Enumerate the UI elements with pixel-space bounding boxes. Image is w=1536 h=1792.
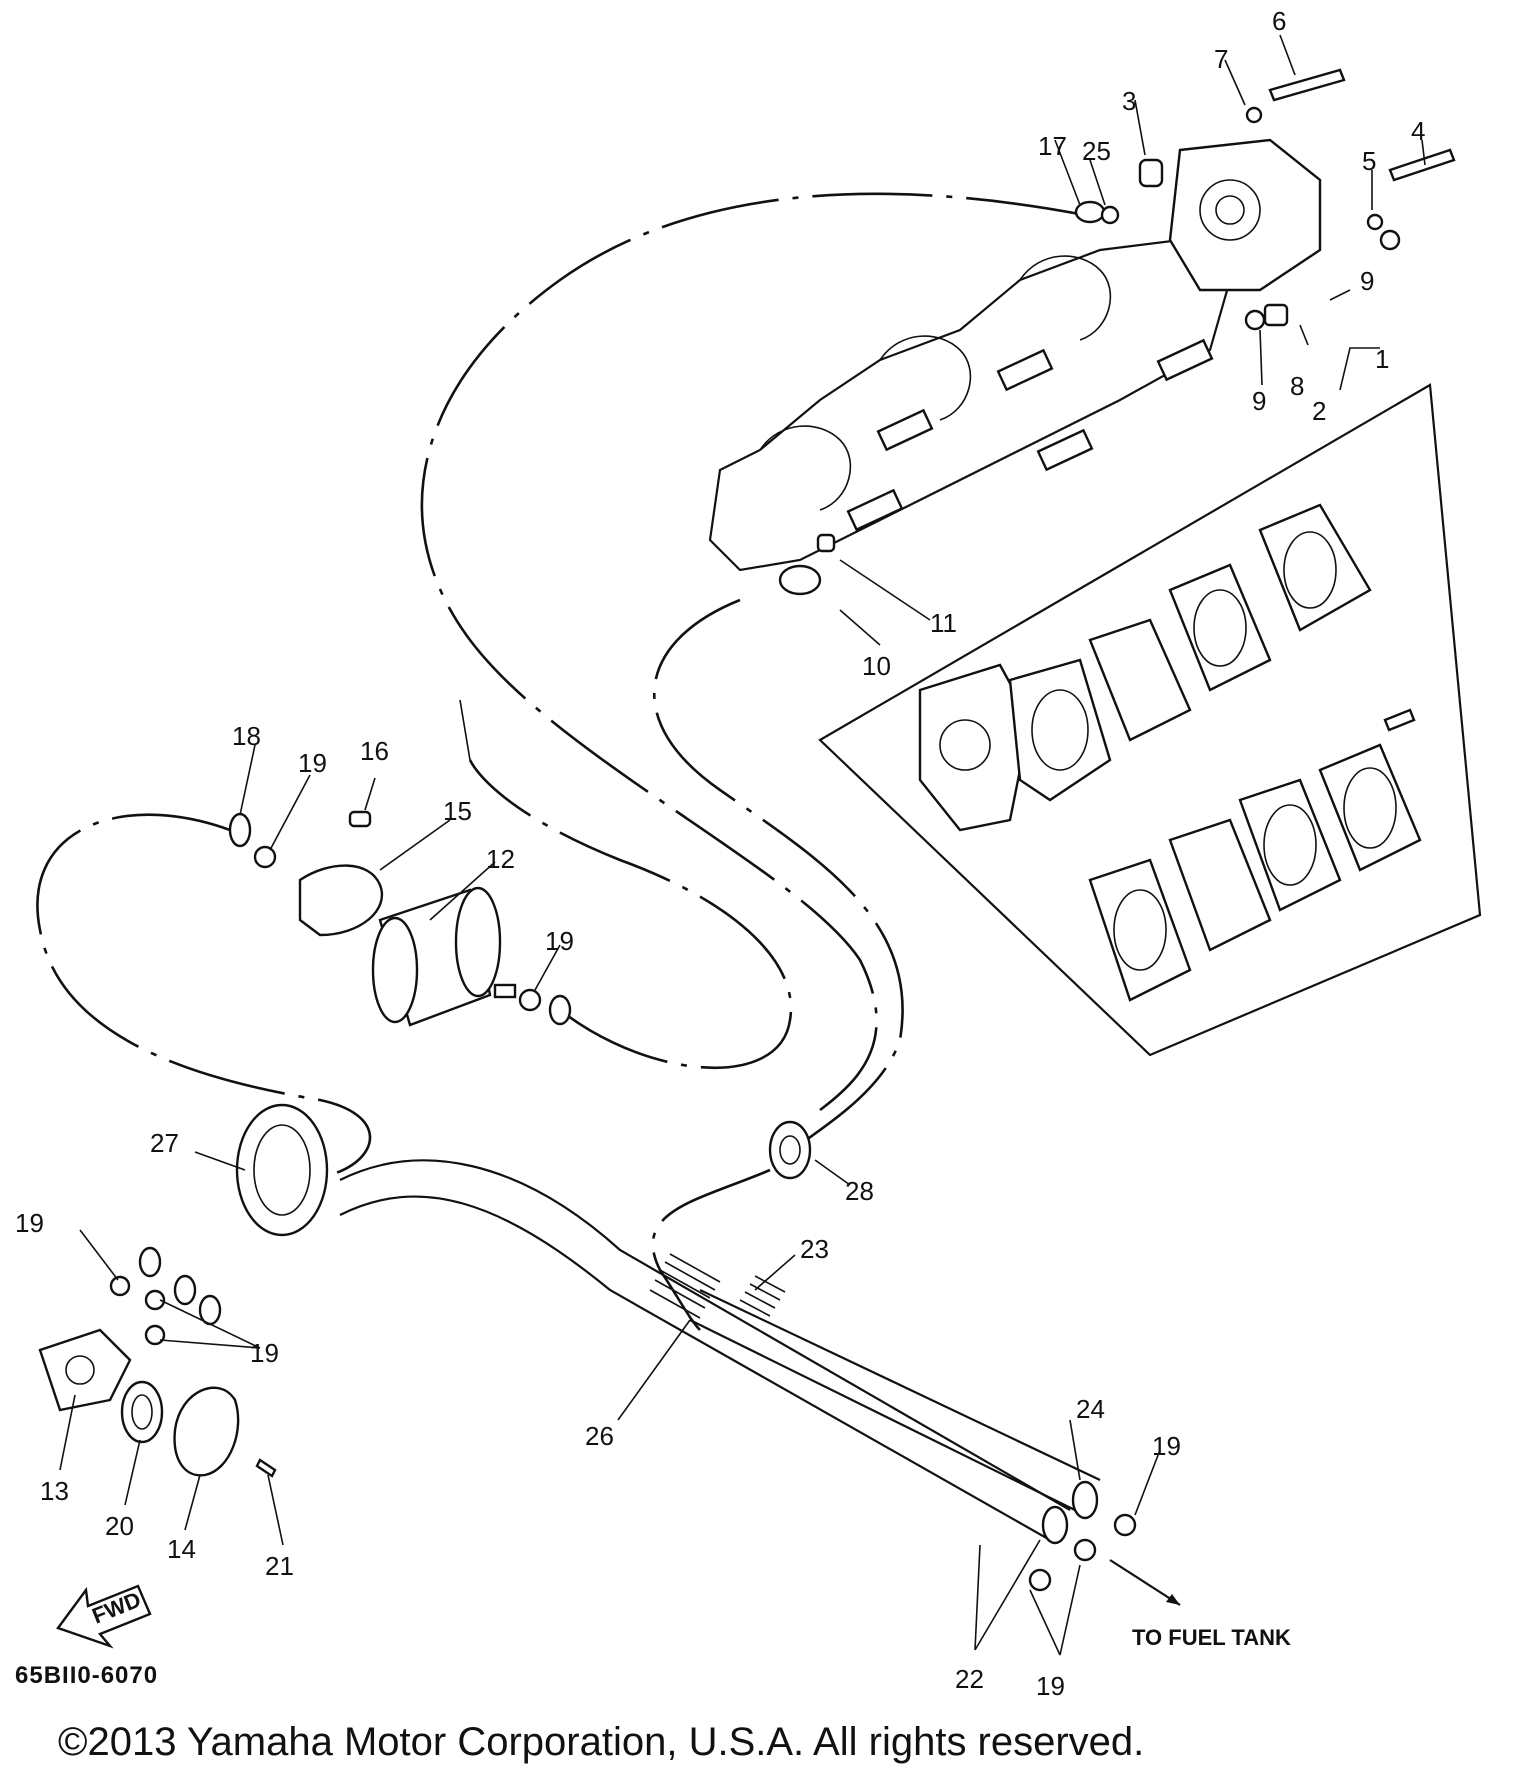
fuel-cock-13: [38, 1328, 132, 1412]
callout-5: 5: [1362, 146, 1376, 176]
fuel-pump: [1168, 138, 1322, 292]
callout-25: 25: [1082, 136, 1111, 166]
hose-28-26: [651, 1168, 771, 1331]
callout-19-cock: 19: [15, 1208, 44, 1238]
clip-11: [816, 533, 836, 553]
callout-2: 2: [1312, 396, 1326, 426]
callout-19-filter-out: 19: [545, 926, 574, 956]
grommet-28: [768, 1120, 812, 1180]
callout-14: 14: [167, 1534, 196, 1564]
clip-19-b: [144, 1289, 166, 1311]
hose-17: [420, 192, 1086, 1112]
seal-20: [120, 1380, 164, 1444]
fuel-filter-12: [371, 886, 517, 1027]
callout-1: 1: [1375, 344, 1389, 374]
to-fuel-tank-arrow-line: [1109, 1559, 1181, 1606]
hose-22-end: [1041, 1505, 1069, 1545]
to-fuel-tank-arrowhead: [1166, 1594, 1180, 1605]
knob-14: [173, 1386, 240, 1477]
inset-row-upper: [918, 503, 1372, 832]
clip-19-a: [109, 1275, 131, 1297]
washer-7: [1245, 106, 1263, 124]
hose-24-upper: [699, 1289, 1101, 1481]
callout-numbers: 6 7 3 4 17 25 5 9 1 8 9 2 11 10 18 16 19…: [15, 6, 1425, 1701]
clip-19-c: [144, 1324, 166, 1346]
callout-22: 22: [955, 1664, 984, 1694]
callout-19-filter-in: 19: [298, 748, 327, 778]
leader-lines: [59, 34, 1426, 1656]
copyright-notice: ©2013 Yamaha Motor Corporation, U.S.A. A…: [58, 1720, 1144, 1764]
callout-20: 20: [105, 1511, 134, 1541]
fuel-cock-group: [38, 1275, 277, 1478]
clip-19-tank-c: [1028, 1568, 1052, 1592]
callout-13: 13: [40, 1476, 69, 1506]
callout-17: 17: [1038, 131, 1067, 161]
callout-16: 16: [360, 736, 389, 766]
callout-7: 7: [1214, 44, 1228, 74]
callout-10: 10: [862, 651, 891, 681]
callout-19-tank-clips: 19: [1036, 1671, 1065, 1701]
fuel-filter-group: [228, 810, 572, 1027]
carburetor-inset: [818, 383, 1482, 1057]
clip-19-filter-out: [518, 988, 542, 1012]
callout-11: 11: [930, 608, 957, 638]
callout-24: 24: [1076, 1394, 1105, 1424]
hose-22-upper: [339, 1159, 1071, 1511]
callout-18: 18: [232, 721, 261, 751]
grommet-27: [235, 1103, 329, 1237]
bracket-15: [298, 864, 383, 937]
clip-19-tank-b: [1073, 1538, 1097, 1562]
bolt-4: [1388, 148, 1456, 182]
part-3: [1138, 158, 1164, 188]
hose-22-lower: [339, 1195, 1051, 1541]
clip-19-filter-in: [253, 845, 277, 869]
hose-24-end: [1071, 1480, 1099, 1520]
hose-10: [652, 598, 904, 1161]
hose-end-18: [228, 812, 252, 848]
to-fuel-tank-label: TO FUEL TANK: [1132, 1625, 1291, 1650]
callout-27: 27: [150, 1128, 179, 1158]
callout-8: 8: [1290, 371, 1304, 401]
callout-19-cock-clips: 19: [250, 1338, 279, 1368]
clip-19-tank-a: [1113, 1513, 1137, 1537]
hose-spring-26: [649, 1253, 721, 1319]
callout-9-upper: 9: [1360, 266, 1374, 296]
callout-26: 26: [585, 1421, 614, 1451]
hose-24-lower: [689, 1319, 1086, 1516]
part-8: [1263, 303, 1289, 327]
callout-6: 6: [1272, 6, 1286, 36]
screw-16: [348, 810, 372, 828]
clip-9: [1244, 309, 1266, 331]
callout-9-lower: 9: [1252, 386, 1266, 416]
washer-5: [1366, 213, 1384, 231]
bolt-6: [1268, 68, 1346, 102]
callout-3: 3: [1122, 86, 1136, 116]
hose-18: [36, 813, 372, 1177]
callout-21: 21: [265, 1551, 294, 1581]
clip-9b: [1379, 229, 1401, 251]
callout-19-tank: 19: [1152, 1431, 1181, 1461]
callout-12: 12: [486, 844, 515, 874]
screw-21: [255, 1458, 277, 1478]
hose-end-10: [778, 564, 822, 596]
hose-spring-23: [739, 1275, 786, 1317]
hose-end-17: [1074, 200, 1106, 224]
fwd-arrow: FWD: [56, 1584, 152, 1649]
hose-end-filter: [548, 994, 572, 1026]
hose-filter-outlet: [468, 759, 793, 1069]
inset-row-lower: [1088, 743, 1422, 1002]
callout-23: 23: [800, 1234, 829, 1264]
fuel-hoses: [36, 192, 1101, 1545]
part-code: 65BII0-6070: [15, 1662, 158, 1689]
carburetor-assembly: [708, 68, 1456, 596]
callout-15: 15: [443, 796, 472, 826]
callout-28: 28: [845, 1176, 874, 1206]
clip-25: [1100, 205, 1120, 225]
callout-4: 4: [1411, 116, 1425, 146]
